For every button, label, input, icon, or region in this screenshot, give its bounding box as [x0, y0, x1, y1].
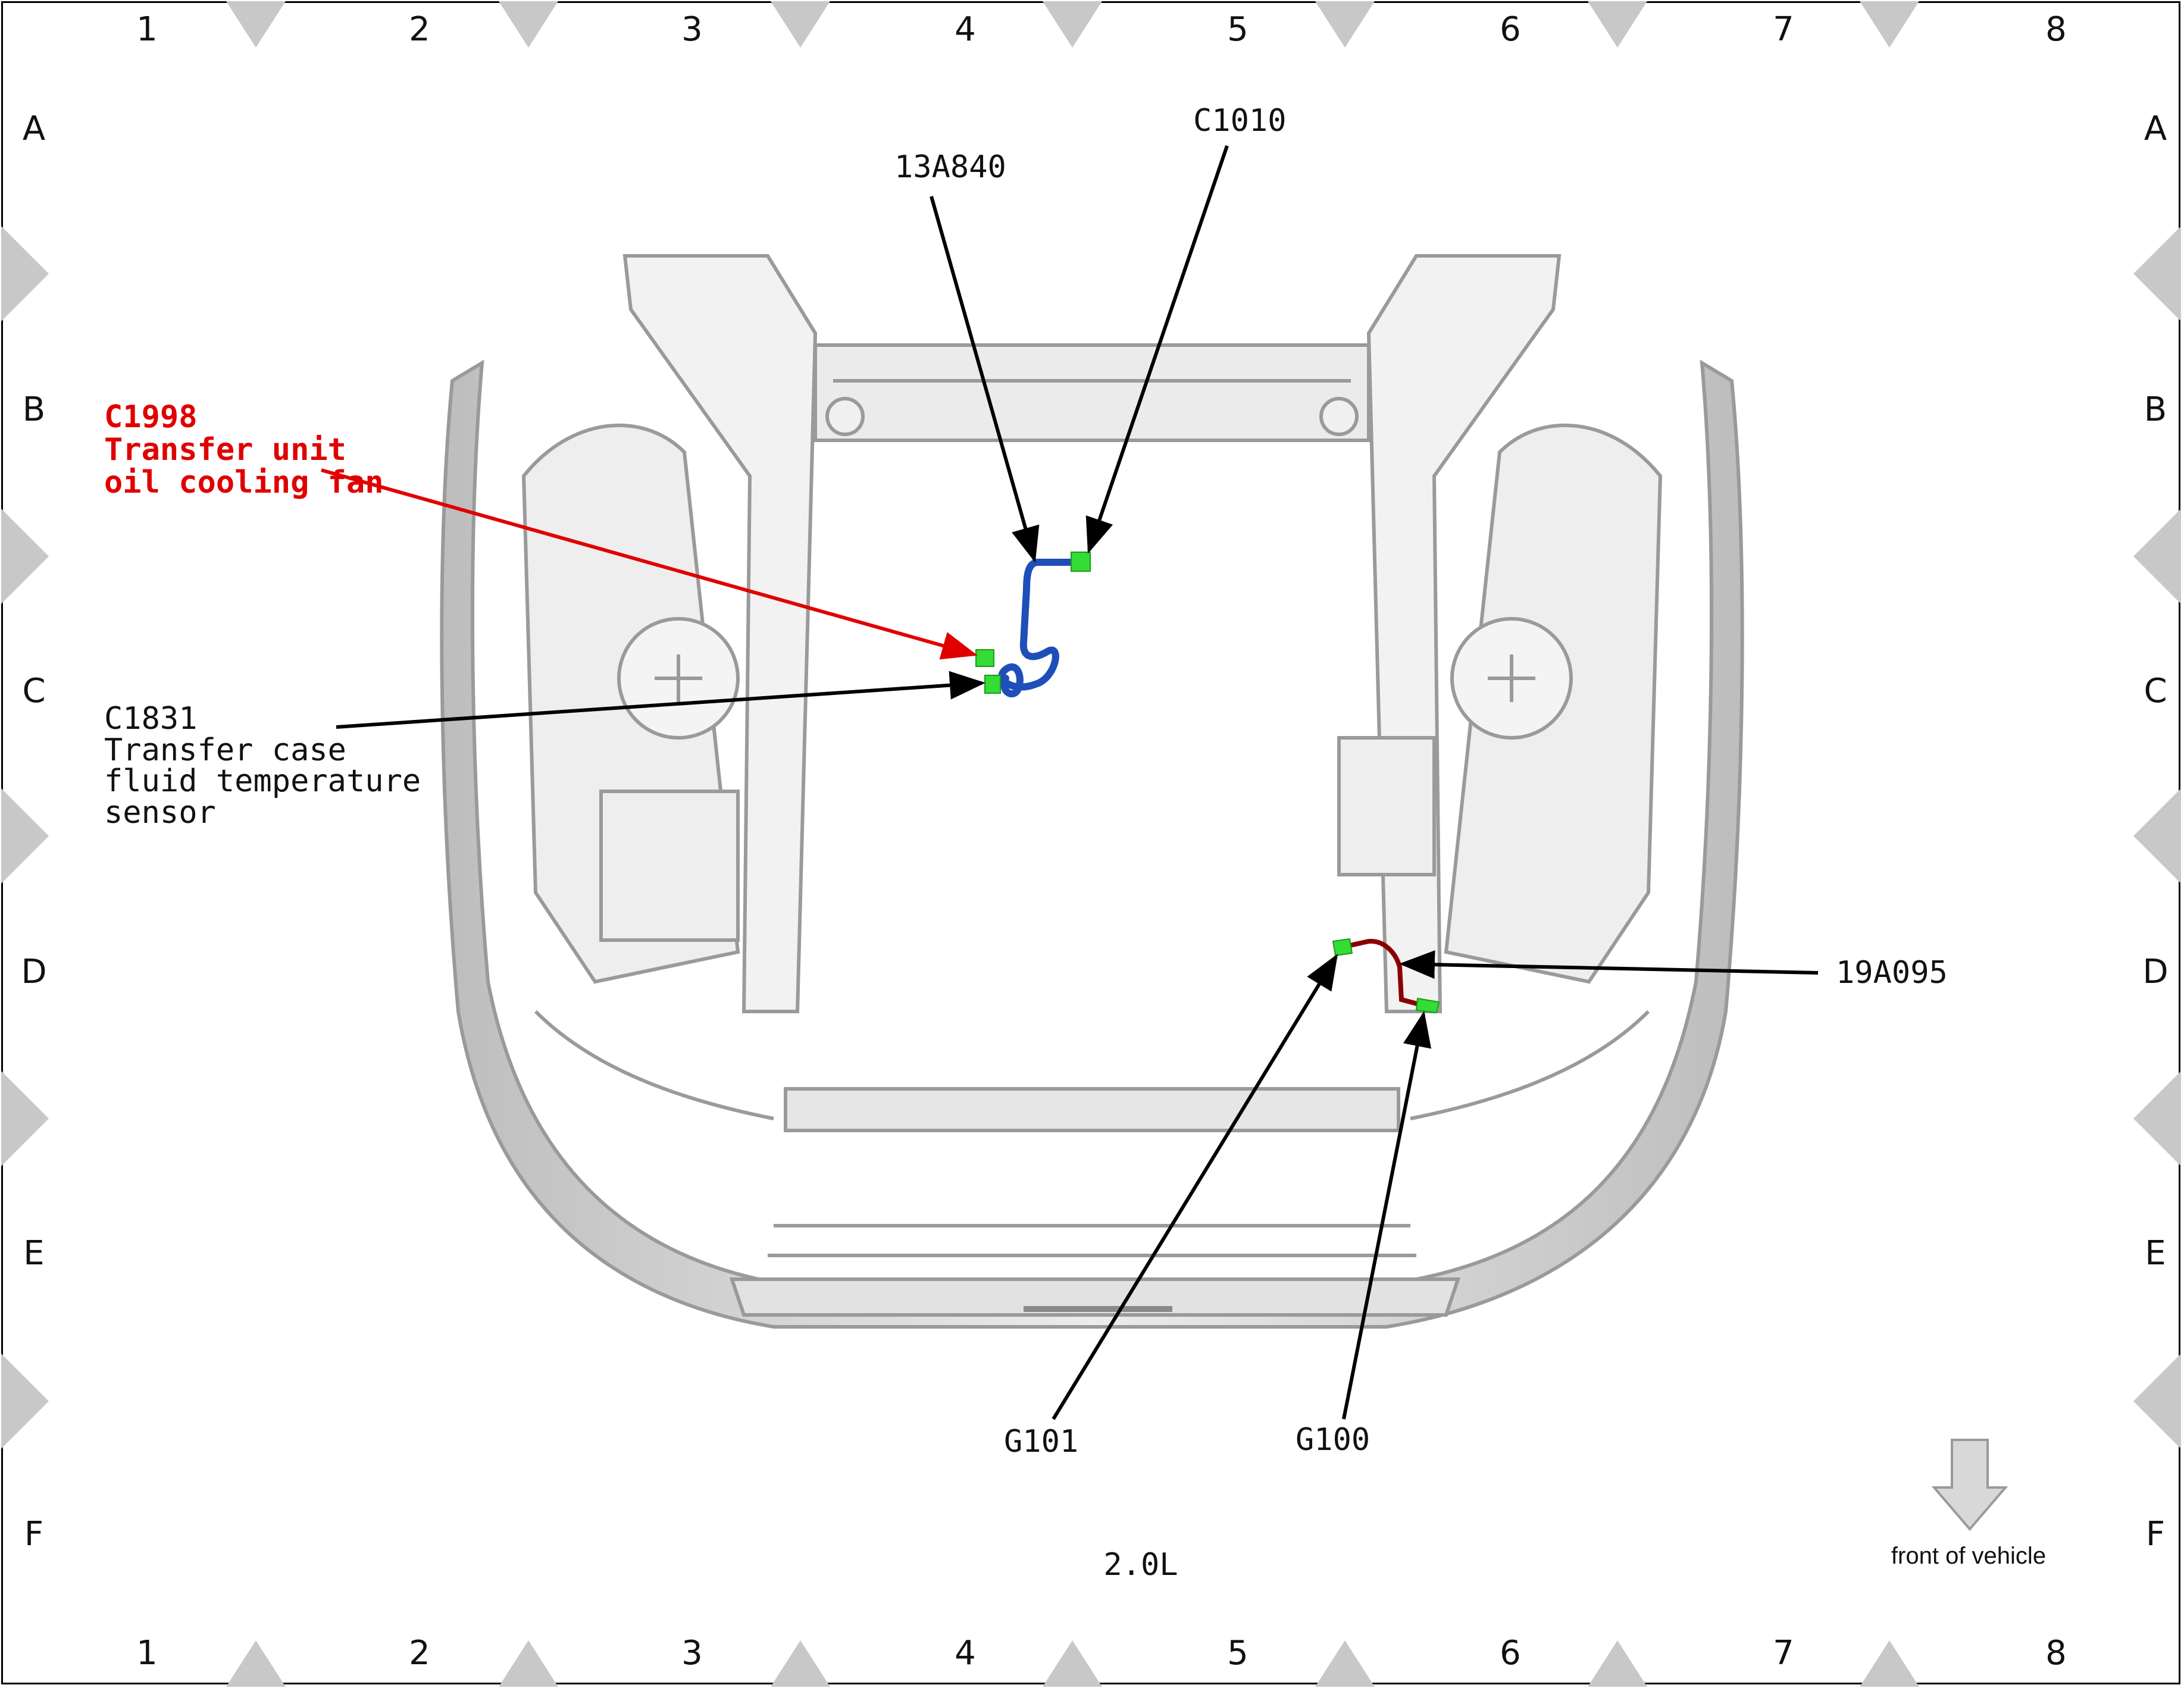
c1998-connector	[975, 649, 994, 667]
c1831-connector	[984, 675, 1001, 694]
c1831-code: C1831	[104, 701, 198, 737]
grid-col-5: 5	[1227, 10, 1249, 49]
c1010-connector	[1071, 552, 1091, 572]
leader-c1831	[336, 671, 985, 729]
grid-row-e: E	[2145, 1234, 2166, 1273]
grid-rows-left: A B C D E F	[21, 109, 46, 1554]
callout-labels: C1998 Transfer unit oil cooling fan C183…	[104, 103, 1948, 1583]
grid-col-7: 7	[1773, 1634, 1794, 1673]
grid-col-8: 8	[2045, 1634, 2067, 1673]
grid-col-7: 7	[1773, 10, 1794, 49]
grid-row-e: E	[23, 1234, 44, 1273]
grid-col-6: 6	[1500, 1634, 1521, 1673]
leader-g100	[1342, 1011, 1432, 1420]
c1831-desc-line1: Transfer case	[104, 732, 346, 768]
grid-row-d: D	[21, 953, 46, 991]
grid-row-b: B	[23, 390, 45, 429]
grid-col-1: 1	[136, 1634, 158, 1673]
leader-c1010	[1085, 145, 1229, 554]
grid-row-f: F	[2146, 1515, 2165, 1554]
leader-g101	[1052, 953, 1338, 1420]
leader-19a095	[1399, 950, 1819, 979]
harness-13a840-wire	[998, 559, 1084, 697]
c1998-desc-line2: oil cooling fan	[104, 465, 384, 500]
grid-row-a: A	[2144, 109, 2167, 148]
connector-markers	[975, 552, 1440, 1014]
front-of-vehicle-indicator: front of vehicle	[1891, 1439, 2046, 1569]
grid-col-4: 4	[955, 1634, 976, 1673]
c1831-desc-line3: sensor	[104, 795, 216, 831]
vehicle-front-structure	[440, 254, 1744, 1329]
grid-col-8: 8	[2045, 10, 2067, 49]
grid-row-d: D	[2142, 953, 2168, 991]
grid-col-3: 3	[681, 10, 703, 49]
grid-col-2: 2	[409, 1634, 430, 1673]
leader-lines	[321, 145, 1819, 1420]
g101-ground	[1332, 938, 1353, 957]
grid-columns-top: 1 2 3 4 5 6 7 8	[136, 10, 2067, 49]
grid-columns-bottom: 1 2 3 4 5 6 7 8	[136, 1634, 2067, 1673]
grid-row-c: C	[2144, 672, 2167, 710]
down-arrow-icon	[1931, 1439, 2008, 1532]
engine-label: 2.0L	[1103, 1547, 1178, 1583]
leader-13a840	[930, 196, 1040, 563]
grid-col-6: 6	[1500, 10, 1521, 49]
grid-col-3: 3	[681, 1634, 703, 1673]
c1831-desc-line2: fluid temperature	[104, 763, 421, 799]
grid-col-5: 5	[1227, 1634, 1249, 1673]
harness-13a840-label: 13A840	[894, 149, 1006, 185]
g100-label: G100	[1296, 1422, 1370, 1458]
grid-row-a: A	[23, 109, 45, 148]
grid-col-1: 1	[136, 10, 158, 49]
g101-label: G101	[1004, 1424, 1078, 1460]
harness-19a095-label: 19A095	[1836, 955, 1948, 991]
grid-row-c: C	[22, 672, 45, 710]
front-of-vehicle-label: front of vehicle	[1891, 1543, 2046, 1569]
c1998-code: C1998	[104, 399, 198, 435]
leader-c1998	[321, 468, 978, 660]
c1010-label: C1010	[1193, 103, 1287, 139]
c1998-desc-line1: Transfer unit	[104, 432, 346, 468]
grid-row-b: B	[2144, 390, 2167, 429]
g100-ground	[1415, 997, 1440, 1014]
grid-col-2: 2	[409, 10, 430, 49]
grid-col-4: 4	[955, 10, 976, 49]
grid-rows-right: A B C D E F	[2142, 109, 2168, 1554]
grid-row-f: F	[24, 1515, 43, 1554]
